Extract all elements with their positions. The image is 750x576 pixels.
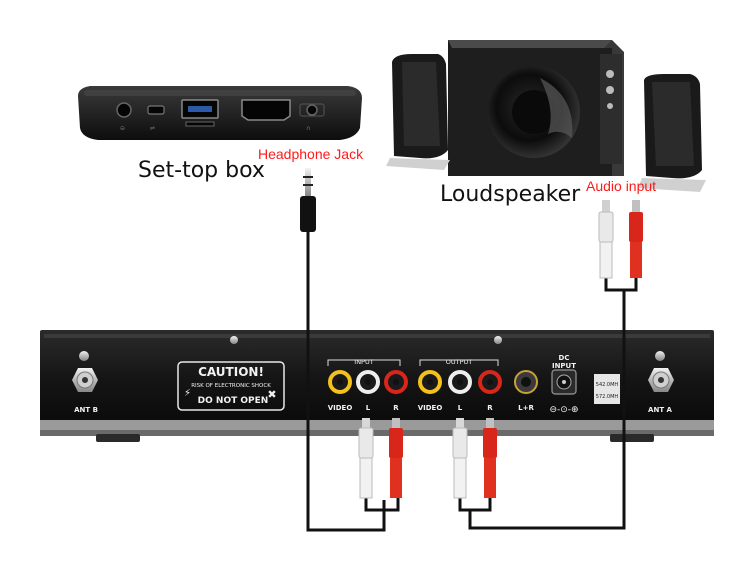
- output-rca-y-split: [458, 498, 492, 512]
- caution-box: [177, 361, 285, 411]
- svg-text:⇌: ⇌: [150, 125, 155, 132]
- loudspeaker-system: [386, 40, 706, 192]
- input-label: INPUT: [354, 358, 373, 366]
- ant-a-label: ANT A: [648, 406, 672, 414]
- frequency-2: 572.0MH: [596, 394, 619, 400]
- output-l-label: L: [458, 404, 463, 412]
- output-label: OUTPUT: [446, 358, 473, 366]
- headphone-jack-label: Headphone Jack: [258, 146, 364, 162]
- caution-subtitle: RISK OF ELECTRONIC SHOCK: [191, 383, 271, 389]
- output-right-jack: [478, 370, 502, 394]
- ant-a-connector: [648, 368, 674, 392]
- screw-icon: [230, 336, 238, 344]
- set-top-box-label: Set-top box: [138, 158, 265, 183]
- output-left-jack: [448, 370, 472, 394]
- svg-text:⊖: ⊖: [120, 125, 125, 132]
- hdmi-port: [241, 99, 291, 121]
- audio-input-label: Audio input: [586, 178, 657, 194]
- tools-icon: ✖: [267, 388, 276, 401]
- output-rca-plugs: [452, 418, 497, 499]
- output-video-label: VIDEO: [418, 404, 443, 412]
- input-r-label: R: [393, 404, 399, 412]
- ant-b-label: ANT B: [74, 406, 98, 414]
- output-r-label: R: [487, 404, 493, 412]
- set-top-box: ⊖ ⇌ ∩: [78, 86, 362, 140]
- lightning-icon: ⚡: [184, 388, 191, 399]
- ant-b-connector: [72, 368, 98, 392]
- power-port: [116, 102, 132, 118]
- output-video-jack: [418, 370, 442, 394]
- headphone-port: [306, 104, 318, 116]
- dc-input-jack: [551, 369, 577, 395]
- input-right-jack: [384, 370, 408, 394]
- speaker-rca-plugs: [598, 200, 643, 279]
- l-plus-r-label: L+R: [518, 404, 534, 412]
- caution-title: CAUTION!: [198, 365, 264, 379]
- dc-input-label: INPUT: [552, 362, 576, 370]
- input-left-jack: [356, 370, 380, 394]
- headphone-jack-plug: [300, 168, 316, 232]
- output-cable: [468, 290, 626, 530]
- foot-right: [610, 434, 654, 442]
- input-video-jack: [328, 370, 352, 394]
- input-video-label: VIDEO: [328, 404, 353, 412]
- l-plus-r-jack: [514, 370, 538, 394]
- frequency-1: 542.0MH: [596, 382, 619, 388]
- foot-left: [96, 434, 140, 442]
- input-rca-y-split: [364, 498, 400, 512]
- screw-icon: [79, 351, 89, 361]
- screw-icon: [494, 336, 502, 344]
- input-rca-plugs: [358, 418, 403, 499]
- cables: [306, 232, 638, 532]
- speaker-rca-y-split: [604, 278, 638, 292]
- receiver-back-panel: ⚡ ✖: [40, 330, 714, 442]
- polarity-icon: ⊖-⊙-⊕: [549, 405, 578, 415]
- loudspeaker-label: Loudspeaker: [440, 182, 581, 207]
- do-not-open-text: DO NOT OPEN: [198, 396, 269, 406]
- screw-icon: [655, 351, 665, 361]
- frequency-sticker: [594, 374, 620, 404]
- micro-usb-port: [147, 105, 165, 115]
- input-l-label: L: [366, 404, 371, 412]
- svg-text:∩: ∩: [306, 125, 310, 132]
- dc-label: DC: [559, 354, 570, 362]
